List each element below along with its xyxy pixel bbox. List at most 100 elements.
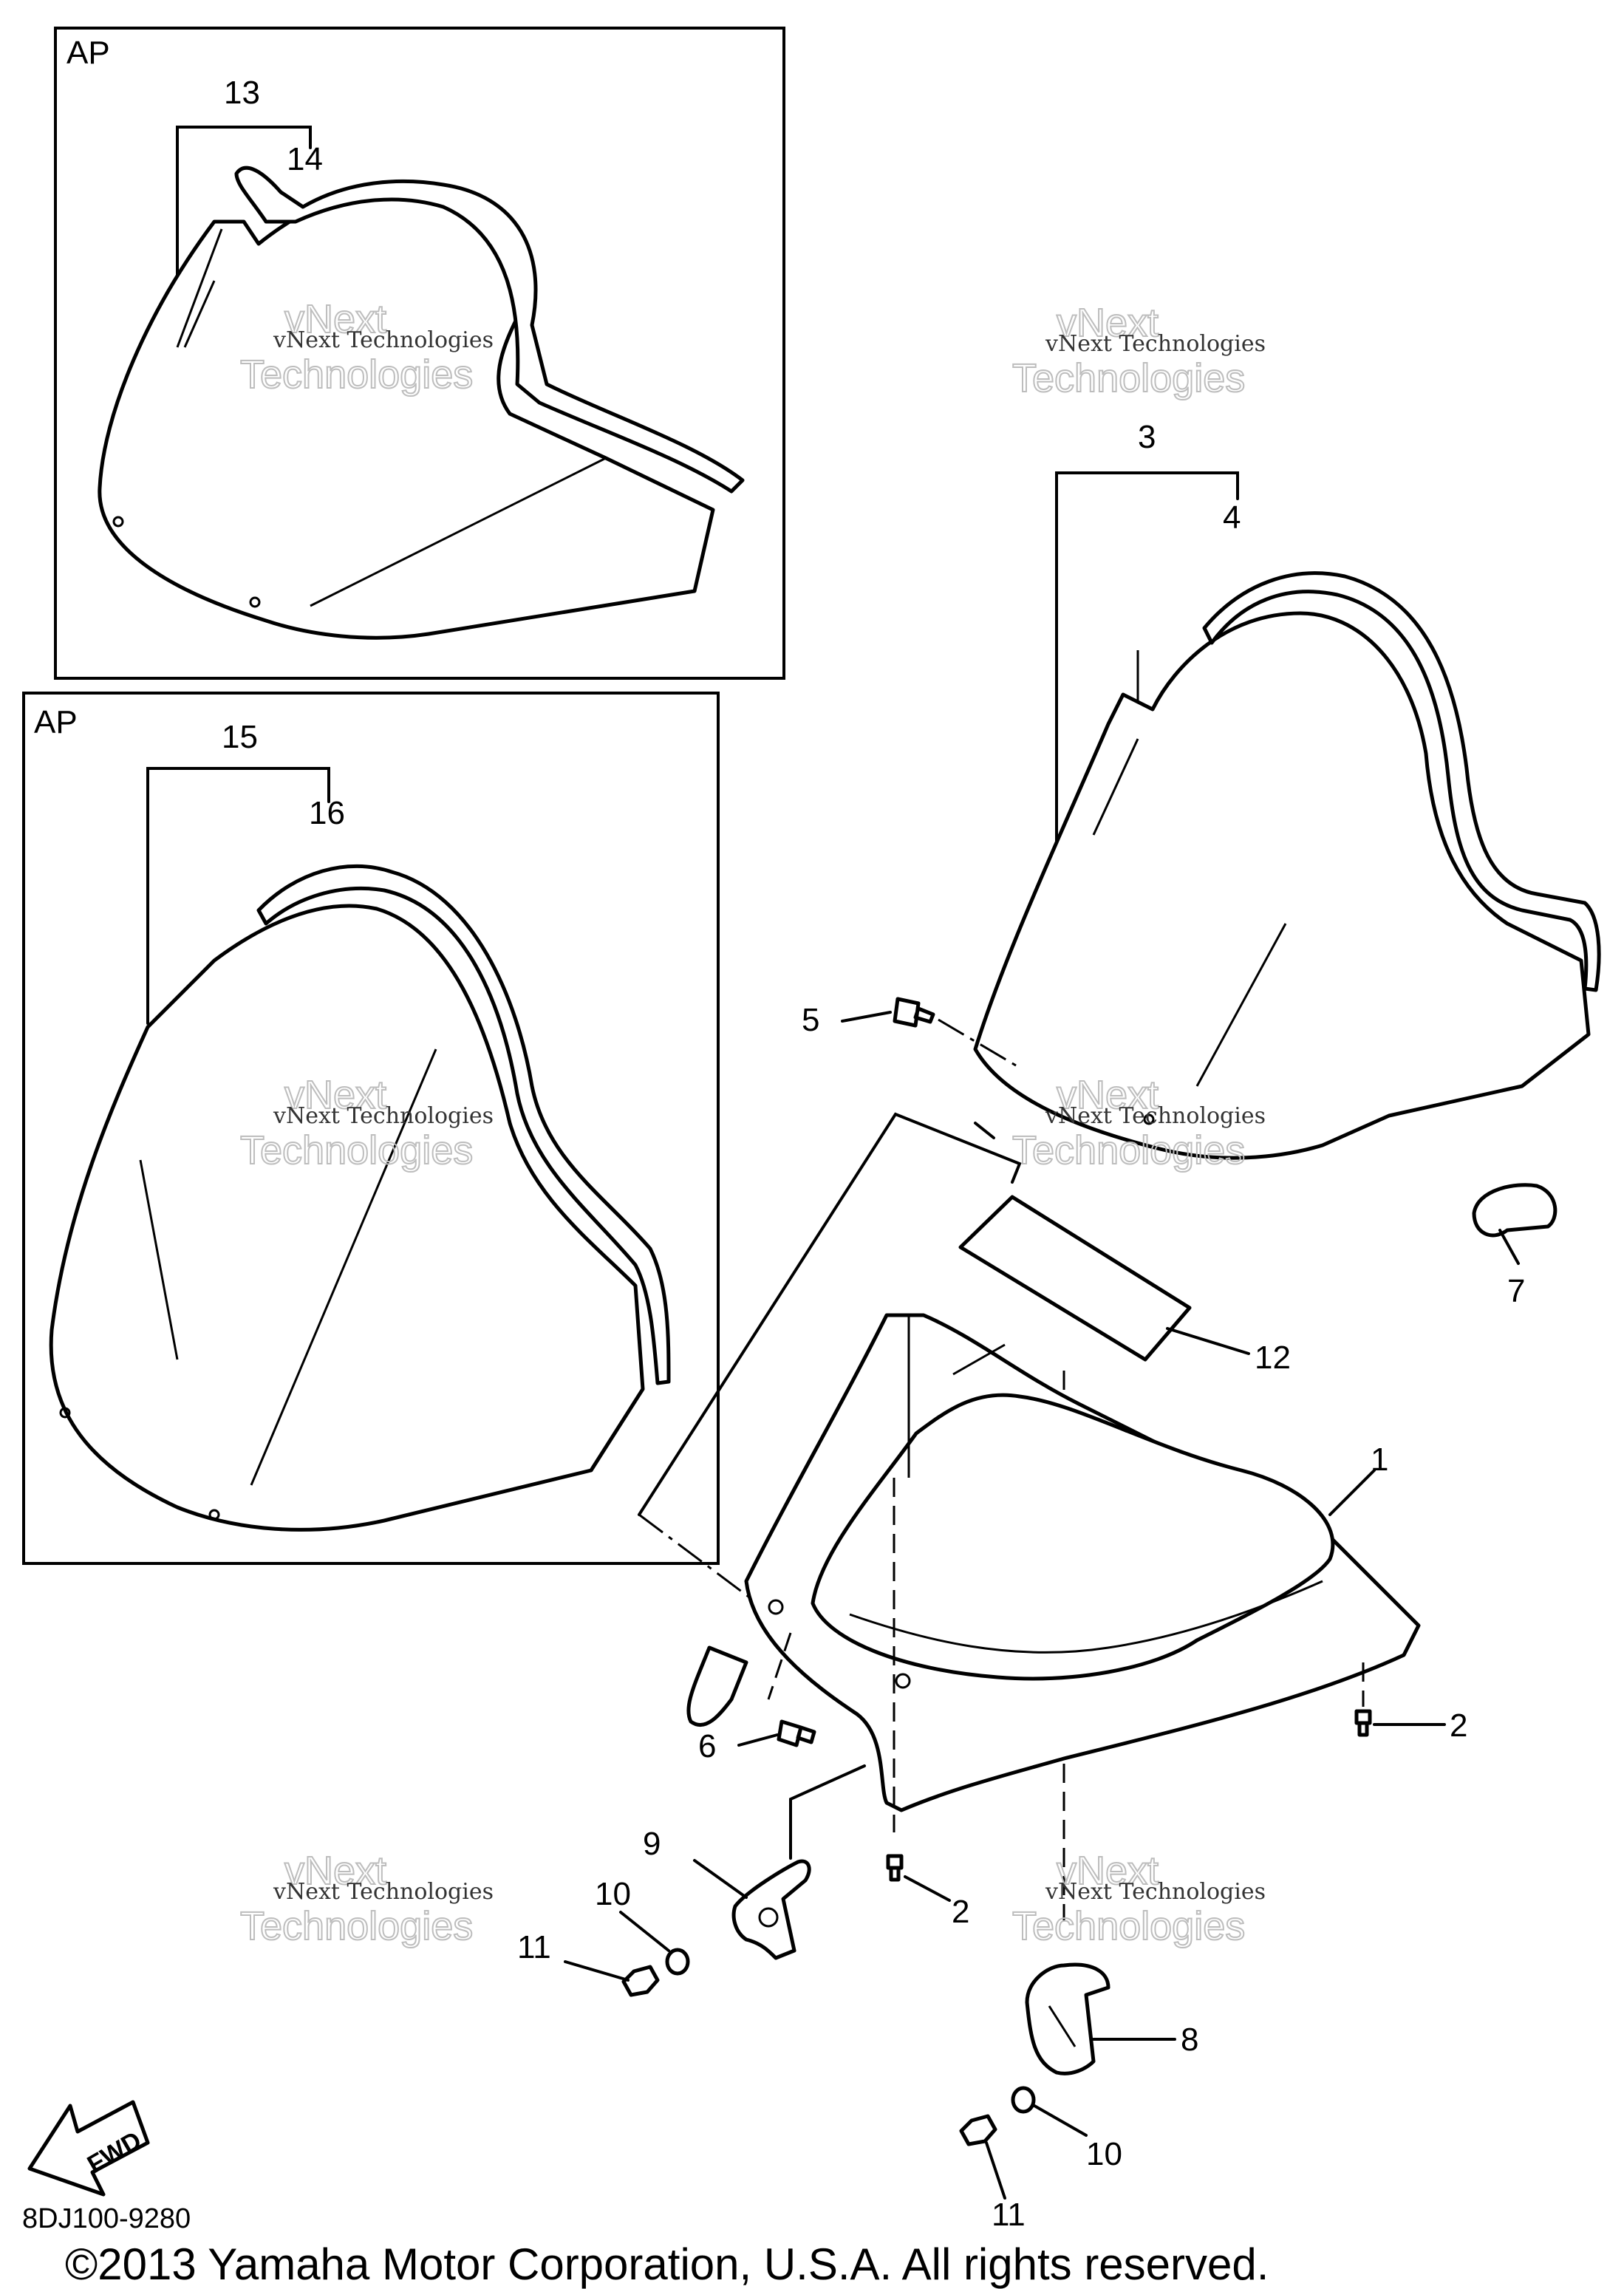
svg-text:vNext Technologies: vNext Technologies: [273, 327, 494, 353]
svg-text:vNext Technologies: vNext Technologies: [273, 1879, 494, 1905]
windshield-crease: [1195, 923, 1287, 1087]
inset-mid-windshield: AP 15 16: [22, 692, 720, 1565]
windshield-edge: [176, 228, 223, 348]
centerline-6: [767, 1632, 792, 1700]
watermark: vNext vNext Technologies Technologies: [1011, 1072, 1266, 1173]
windshield-edge: [1092, 738, 1139, 836]
centerline-5: [938, 1018, 1020, 1069]
callout-2-right: 2: [1450, 1708, 1467, 1744]
callout-10-left: 10: [595, 1876, 631, 1912]
hole: [208, 1509, 220, 1521]
leader-12: [1166, 1327, 1250, 1355]
nut-11-icon: [959, 2114, 997, 2146]
leader-10: [619, 1911, 670, 1952]
callout-5: 5: [802, 1002, 819, 1038]
hole: [758, 1907, 779, 1928]
callout-10-right: 10: [1086, 2136, 1122, 2172]
inset-top-frame: [54, 27, 785, 680]
hole: [59, 1407, 71, 1419]
svg-text:vNext: vNext: [284, 1849, 386, 1893]
svg-text:vNext Technologies: vNext Technologies: [1045, 331, 1266, 357]
svg-text:Technologies: Technologies: [240, 1904, 473, 1948]
watermark: vNext vNext Technologies Technologies: [239, 1072, 494, 1173]
windshield-trim-14: [234, 166, 745, 494]
callout-6: 6: [698, 1728, 716, 1764]
leader-6: [737, 1733, 779, 1747]
screw-5-icon: [893, 997, 935, 1028]
alignment-9: [789, 1764, 866, 1860]
watermarks: vNext vNext Technologies Technologies vN…: [239, 296, 1266, 1949]
watermark: vNext vNext Technologies Technologies: [1011, 300, 1266, 401]
cowling-window: [811, 1393, 1335, 1681]
bolt-6: 6: [698, 1632, 816, 1764]
slot: [1048, 2005, 1077, 2047]
cowling-edge: [907, 1315, 1006, 1478]
bracket-8-icon: [1025, 1962, 1110, 2075]
diagram-code: 8DJ100-9280: [22, 2203, 191, 2234]
copyright-text: ©2013 Yamaha Motor Corporation, U.S.A. A…: [65, 2239, 1269, 2289]
callout-16: 16: [309, 795, 345, 831]
callout-12: 12: [1255, 1340, 1291, 1376]
bolt-2-icon: [886, 1854, 904, 1882]
leader-1: [1328, 1469, 1376, 1516]
callout-1: 1: [1371, 1442, 1388, 1478]
callout-13: 13: [224, 75, 260, 111]
callout-14: 14: [287, 141, 323, 177]
leader-11: [564, 1960, 630, 1982]
windshield-crease: [139, 1048, 437, 1486]
callout-4: 4: [1223, 499, 1241, 536]
screw-5: 5: [802, 997, 1020, 1069]
bolt-2-middle: 2: [886, 1478, 969, 1930]
hole: [249, 596, 261, 608]
leader-10: [1033, 2104, 1088, 2137]
hole: [768, 1599, 784, 1615]
inset-top-windshield: AP 13 14: [54, 27, 785, 680]
windshield-part-15: [49, 904, 645, 1532]
clip-7-icon: [1472, 1183, 1558, 1238]
washer-10-icon: [665, 1948, 690, 1976]
watermark: vNext vNext Technologies Technologies: [239, 1848, 494, 1949]
inset-mid-frame: [22, 692, 720, 1565]
callout-11-right: 11: [992, 2197, 1026, 2233]
bracket-15: [146, 767, 330, 1025]
svg-text:vNext: vNext: [1057, 301, 1159, 345]
leader-9: [693, 1859, 748, 1899]
watermark: vNext vNext Technologies Technologies: [239, 296, 494, 398]
windshield-trim-4: [1202, 571, 1601, 992]
callout-8: 8: [1181, 2022, 1198, 2058]
hole: [1143, 1113, 1155, 1125]
nut-11-icon: [621, 1965, 660, 1997]
callout-7: 7: [1507, 1273, 1525, 1309]
svg-text:vNext Technologies: vNext Technologies: [273, 1103, 494, 1129]
callout-15: 15: [222, 719, 258, 755]
callout-2-middle: 2: [952, 1894, 969, 1930]
watermark: vNext vNext Technologies Technologies: [1011, 1848, 1266, 1949]
fwd-arrow: FWD: [27, 2100, 150, 2197]
fwd-arrow-icon: [27, 2100, 150, 2197]
clip-7: 7: [1472, 1183, 1558, 1309]
leader-5: [841, 1011, 892, 1023]
hole: [112, 516, 124, 528]
cowling-tab: [686, 1645, 748, 1727]
svg-text:vNext: vNext: [1057, 1849, 1159, 1893]
washer-10-icon: [1011, 2086, 1036, 2114]
svg-text:Technologies: Technologies: [1012, 1904, 1245, 1948]
bracket-3: [1055, 471, 1239, 1073]
svg-text:Technologies: Technologies: [1012, 1128, 1245, 1173]
svg-text:vNext Technologies: vNext Technologies: [1045, 1103, 1266, 1129]
svg-text:Technologies: Technologies: [1012, 356, 1245, 400]
bracket-9: 9 10 11: [517, 1764, 866, 1997]
bolt-2-right: 2: [1354, 1662, 1467, 1744]
leader-2m: [904, 1875, 951, 1902]
bolt-2-icon: [1354, 1709, 1372, 1737]
leader-7: [1498, 1229, 1520, 1265]
leader-11: [985, 2141, 1006, 2200]
bolt-6-icon: [777, 1719, 816, 1747]
windshield-part-3: [973, 611, 1591, 1160]
svg-text:vNext: vNext: [1057, 1073, 1159, 1117]
alignment-line: [638, 1112, 1022, 1516]
svg-text:Technologies: Technologies: [240, 352, 473, 397]
svg-text:Technologies: Technologies: [240, 1128, 473, 1173]
cowling-window-inner: [849, 1580, 1323, 1654]
